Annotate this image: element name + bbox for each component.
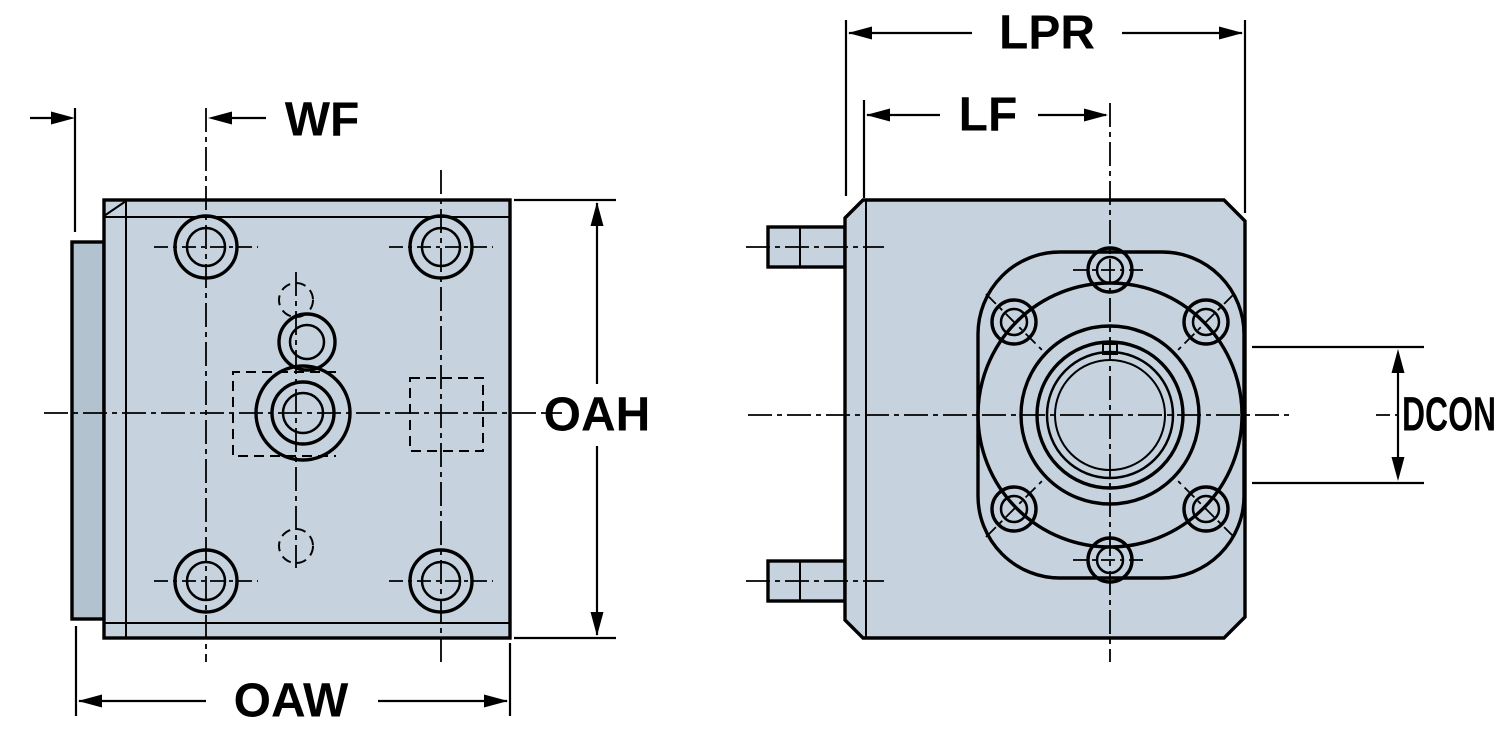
- oaw-arrowhead-left: [78, 694, 102, 708]
- phantom-hole-lower: [278, 528, 314, 564]
- coolant-port-inner: [281, 391, 325, 435]
- phantom-hole-upper: [278, 282, 314, 318]
- label-lpr: LPR: [999, 7, 1095, 60]
- flange-bolt-lower-left: [985, 480, 1043, 538]
- label-oah: OAH: [544, 389, 651, 442]
- left-view-center-features: [232, 282, 484, 564]
- housing-chamfer-line: [103, 200, 127, 217]
- dimension-dcon: DCON: [1252, 345, 1496, 485]
- dimension-wf: WF: [30, 94, 360, 232]
- flange-bolt-lower-right: [1177, 480, 1235, 538]
- bolt-bottom-right: [389, 548, 493, 614]
- left-view: WF OAH OAW: [30, 94, 650, 728]
- right-view: LPR LF DCON: [746, 7, 1496, 662]
- coolant-port-middle: [270, 380, 336, 446]
- clamp-screw-outer: [277, 312, 337, 372]
- right-view-centerlines: [746, 103, 1292, 662]
- dimension-oah: OAH: [514, 198, 651, 640]
- left-side-flange: [70, 240, 106, 621]
- lf-arrowhead-left: [866, 108, 890, 122]
- oah-arrowhead-up: [590, 202, 604, 226]
- left-view-bolts: [154, 214, 493, 614]
- left-view-housing: [102, 198, 512, 640]
- label-dcon: DCON: [1402, 389, 1496, 442]
- oaw-arrowhead-right: [484, 694, 508, 708]
- dimension-lpr: LPR: [844, 7, 1247, 213]
- hidden-pocket-left: [232, 371, 336, 457]
- left-view-centerlines: [44, 108, 562, 662]
- flange-bolt-upper-right: [1177, 293, 1235, 351]
- dcon-arrowhead-down: [1391, 457, 1405, 481]
- dimension-oaw: OAW: [74, 626, 512, 728]
- clamp-screw-inner: [288, 323, 326, 361]
- wf-arrowhead-left-pointing: [208, 111, 232, 125]
- dimension-lf: LF: [862, 89, 1108, 198]
- bolt-bottom-left: [154, 548, 258, 614]
- lpr-arrowhead-right: [1219, 26, 1243, 40]
- left-view-body: [70, 198, 512, 640]
- wf-arrowhead-right-pointing: [51, 111, 75, 125]
- hidden-pocket-right: [409, 377, 484, 452]
- label-wf: WF: [285, 94, 360, 147]
- lf-arrowhead-right: [1084, 108, 1108, 122]
- bolt-top-left: [154, 214, 258, 280]
- coolant-port-outer: [254, 364, 352, 462]
- flange-bolt-upper-left: [985, 293, 1043, 351]
- lpr-arrowhead-left: [848, 26, 872, 40]
- oah-arrowhead-down: [590, 612, 604, 636]
- label-lf: LF: [959, 89, 1018, 142]
- dcon-arrowhead-up: [1391, 349, 1405, 373]
- label-oaw: OAW: [234, 675, 349, 728]
- bolt-top-right: [389, 214, 493, 280]
